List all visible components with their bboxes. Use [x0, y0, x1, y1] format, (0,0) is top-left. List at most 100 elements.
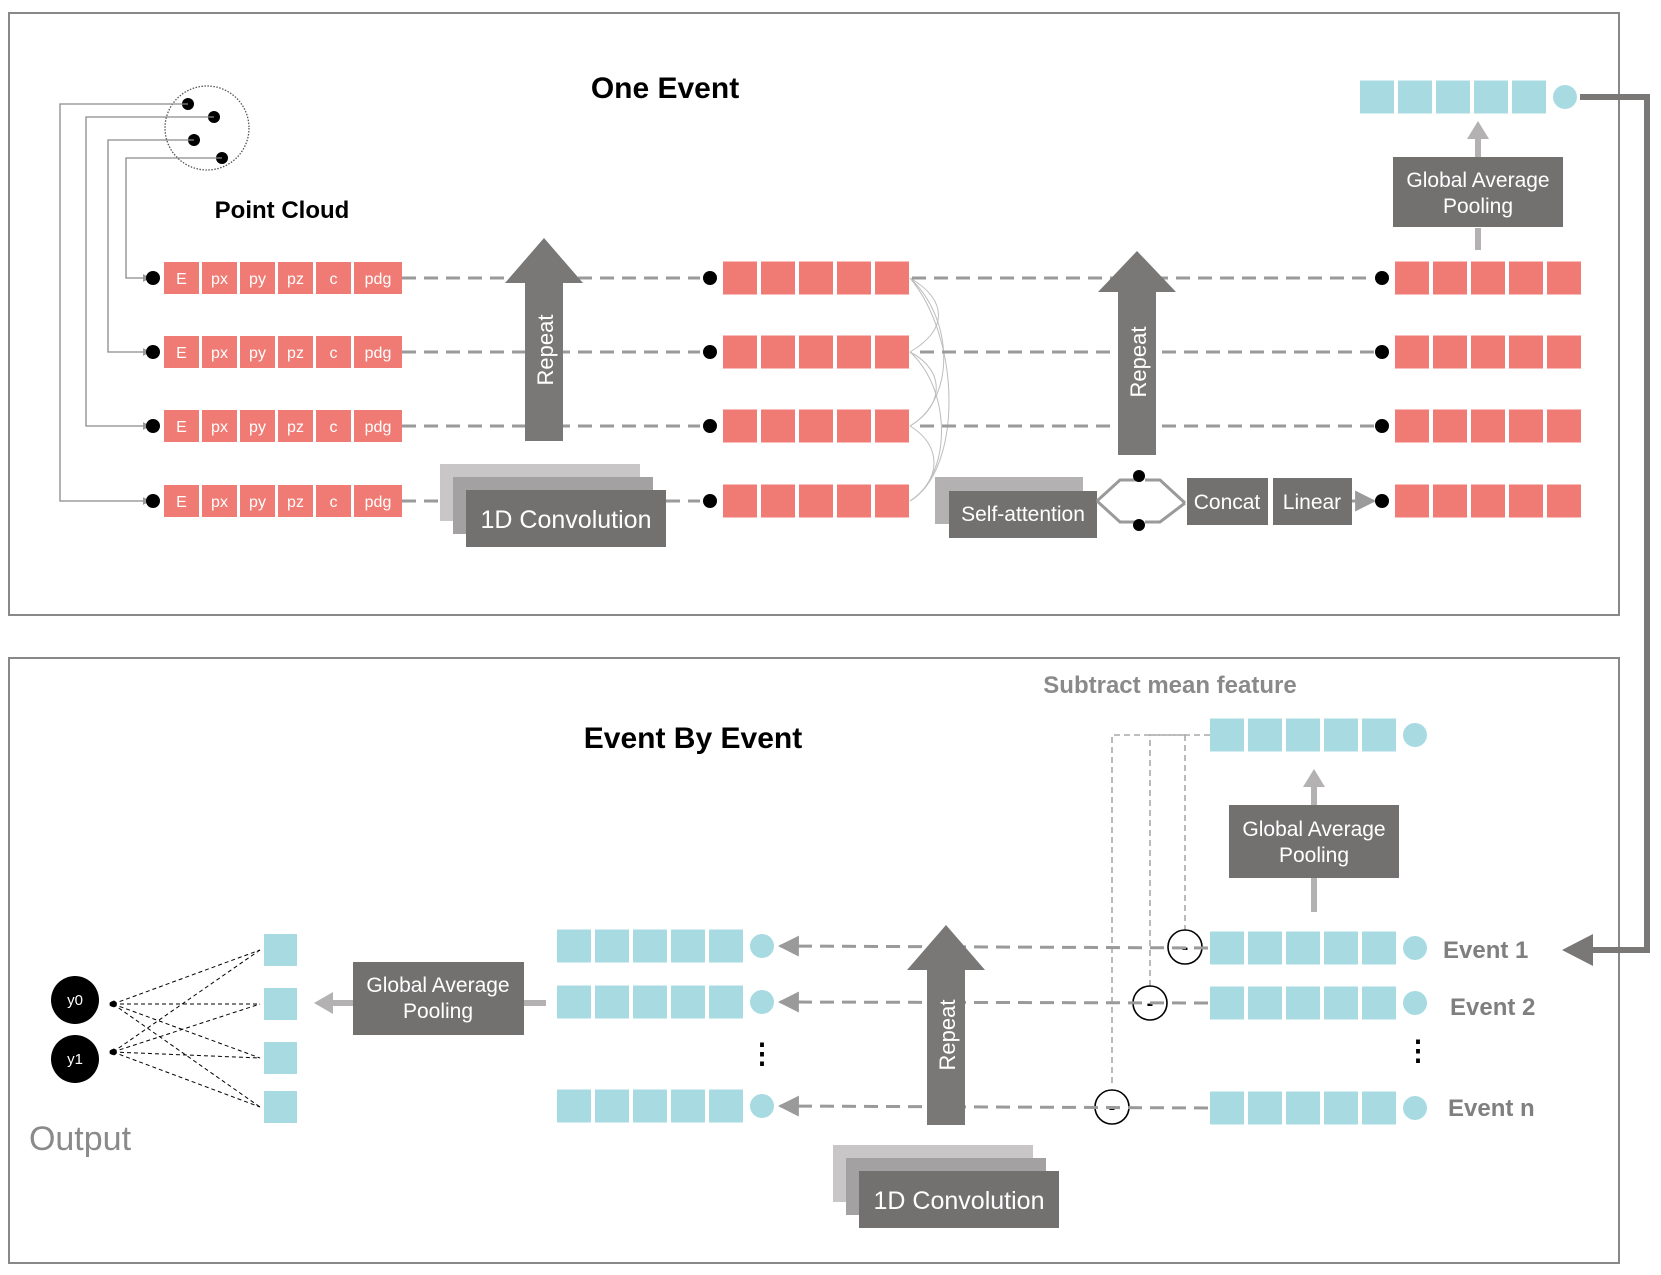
pooled-cell [264, 988, 297, 1020]
feature-cell: px [202, 485, 237, 517]
feature-cell: c [316, 485, 351, 517]
event-ellipsis-right: ⋮ [1404, 1035, 1432, 1066]
gap-block-right[interactable]: Global Average Pooling [1229, 805, 1399, 878]
feature-cell [761, 409, 795, 443]
attention-output-rows [1375, 261, 1581, 518]
feature-cell: E [164, 485, 199, 517]
feature-cell [1248, 931, 1282, 965]
dense-anchor [109, 1000, 117, 1008]
feature-label: c [330, 419, 338, 436]
feature-cell: E [164, 410, 199, 442]
feature-label: py [249, 419, 266, 436]
feature-cell [595, 985, 629, 1019]
feature-cell [557, 1089, 591, 1123]
feature-cell [1471, 484, 1505, 518]
split-node-upper [1133, 470, 1145, 482]
bottom-conv-rows [557, 929, 774, 1123]
event-label-n: Event n [1448, 1095, 1535, 1122]
linear-block[interactable]: Linear [1273, 478, 1352, 525]
gap-right-arrow [1303, 769, 1325, 912]
subtract-mean-lines [1111, 734, 1210, 1087]
dense-connections [109, 949, 261, 1108]
feature-label: E [176, 494, 187, 511]
pooled-cell [264, 1042, 297, 1074]
svg-text:Pooling: Pooling [403, 1000, 473, 1023]
feature-cell [1512, 80, 1546, 114]
feature-cell [1547, 484, 1581, 518]
output-node-y1: y1 [51, 1035, 99, 1083]
feature-cell [1324, 986, 1358, 1020]
feature-cell [761, 261, 795, 295]
row-node [1375, 419, 1389, 433]
row-input-node [146, 271, 160, 285]
feature-cell [1436, 80, 1470, 114]
feature-cell [1324, 718, 1358, 752]
feature-cell [1360, 80, 1394, 114]
feature-label: E [176, 419, 187, 436]
feature-cell [595, 1089, 629, 1123]
point-cloud-label: Point Cloud [215, 197, 350, 224]
feature-cell [671, 985, 705, 1019]
feature-cell: pdg [354, 262, 402, 294]
output-label: Output [29, 1120, 132, 1158]
concat-block[interactable]: Concat [1187, 478, 1268, 525]
feature-cell [837, 261, 871, 295]
self-attention-block[interactable]: Self-attention [935, 477, 1097, 538]
feature-cell [1509, 335, 1543, 369]
feature-cell [1362, 718, 1396, 752]
vector-dot [1403, 991, 1427, 1015]
feature-cell [1248, 986, 1282, 1020]
dense-edge [112, 1051, 261, 1059]
output-row [1375, 261, 1581, 295]
gap-top-arrow [1467, 121, 1489, 157]
conv-row [703, 409, 909, 443]
feature-cell [799, 484, 833, 518]
svg-text:Global Average: Global Average [366, 974, 509, 997]
dense-edge [112, 949, 261, 1005]
mean-feature-vector [1210, 718, 1427, 752]
feature-cell: pdg [354, 485, 402, 517]
bottom-panel-frame [8, 657, 1620, 1264]
pooled-cell [264, 934, 297, 966]
feature-cell [1471, 335, 1505, 369]
svg-text:Self-attention: Self-attention [961, 503, 1085, 526]
feature-cell: px [202, 336, 237, 368]
feature-label: E [176, 271, 187, 288]
svg-text:Pooling: Pooling [1443, 195, 1513, 218]
conv-block-top[interactable]: 1D Convolution [440, 464, 666, 547]
feature-cell [1362, 1091, 1396, 1125]
svg-text:Repeat: Repeat [1126, 327, 1151, 398]
feature-cell [671, 1089, 705, 1123]
feature-cell [1286, 1091, 1320, 1125]
feature-cell [1509, 261, 1543, 295]
output-node-y0: y0 [51, 976, 99, 1024]
feature-cell [1362, 986, 1396, 1020]
conv-feature-rows [703, 261, 909, 518]
feature-cell: pdg [354, 410, 402, 442]
event-row [1210, 931, 1427, 965]
feature-cell [1471, 261, 1505, 295]
conv-block-bottom[interactable]: 1D Convolution [833, 1145, 1059, 1228]
feature-cell [875, 335, 909, 369]
feature-cell [1547, 409, 1581, 443]
feature-cell [595, 929, 629, 963]
feature-cell [1395, 335, 1429, 369]
feature-label: px [211, 494, 228, 511]
feature-cell: c [316, 262, 351, 294]
event-vector [1360, 80, 1577, 114]
feature-cell: py [240, 336, 275, 368]
pooled-vector [264, 934, 297, 1123]
feature-cell: pz [278, 410, 313, 442]
row-input-node [146, 419, 160, 433]
feature-cell [1286, 986, 1320, 1020]
gap-block-top[interactable]: Global Average Pooling [1393, 157, 1563, 227]
gap-block-left[interactable]: Global Average Pooling [353, 962, 524, 1035]
dense-edge [112, 1003, 261, 1108]
feature-cell: py [240, 262, 275, 294]
svg-text:Pooling: Pooling [1279, 844, 1349, 867]
feature-cell [723, 484, 757, 518]
